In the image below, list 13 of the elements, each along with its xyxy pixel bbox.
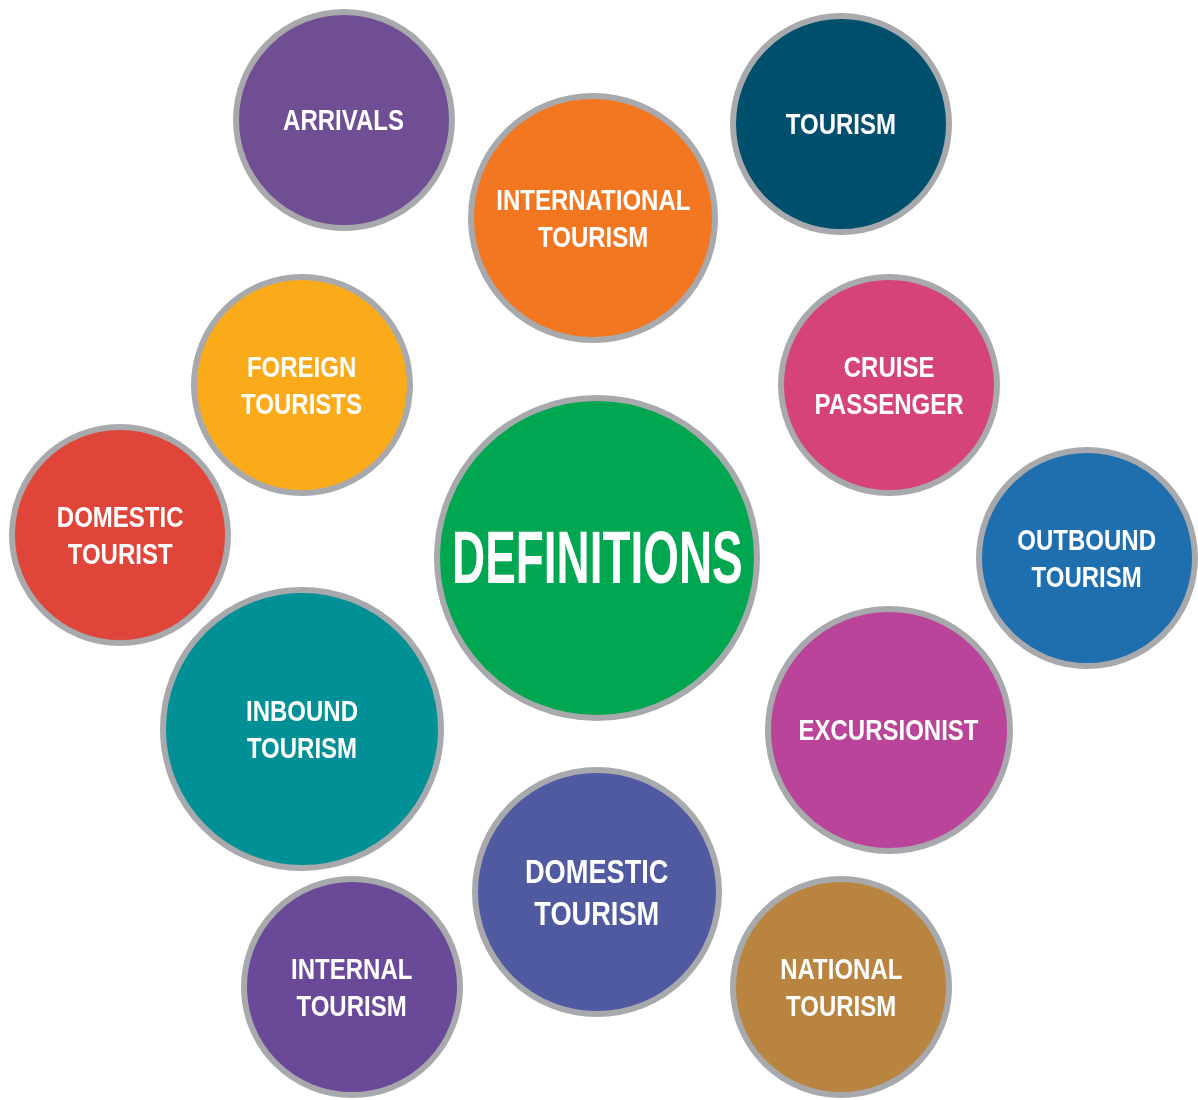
node-label: ARRIVALS <box>283 102 405 139</box>
node-label: INTERNATIONAL TOURISM <box>496 181 690 255</box>
node-label: DEFINITIONS <box>451 521 743 595</box>
node-label: INTERNAL TOURISM <box>291 950 413 1024</box>
node-label: NATIONAL TOURISM <box>780 950 902 1024</box>
node-label: CRUISE PASSENGER <box>814 348 964 422</box>
node-label: TOURISM <box>785 106 897 143</box>
node-label: EXCURSIONIST <box>799 712 979 749</box>
node-label: OUTBOUND TOURISM <box>1017 521 1157 595</box>
node-label: INBOUND TOURISM <box>246 692 358 766</box>
node-label: DOMESTIC TOURIST <box>56 498 184 572</box>
node-label: FOREIGN TOURISTS <box>241 348 363 422</box>
node-label: DOMESTIC TOURISM <box>525 850 669 934</box>
